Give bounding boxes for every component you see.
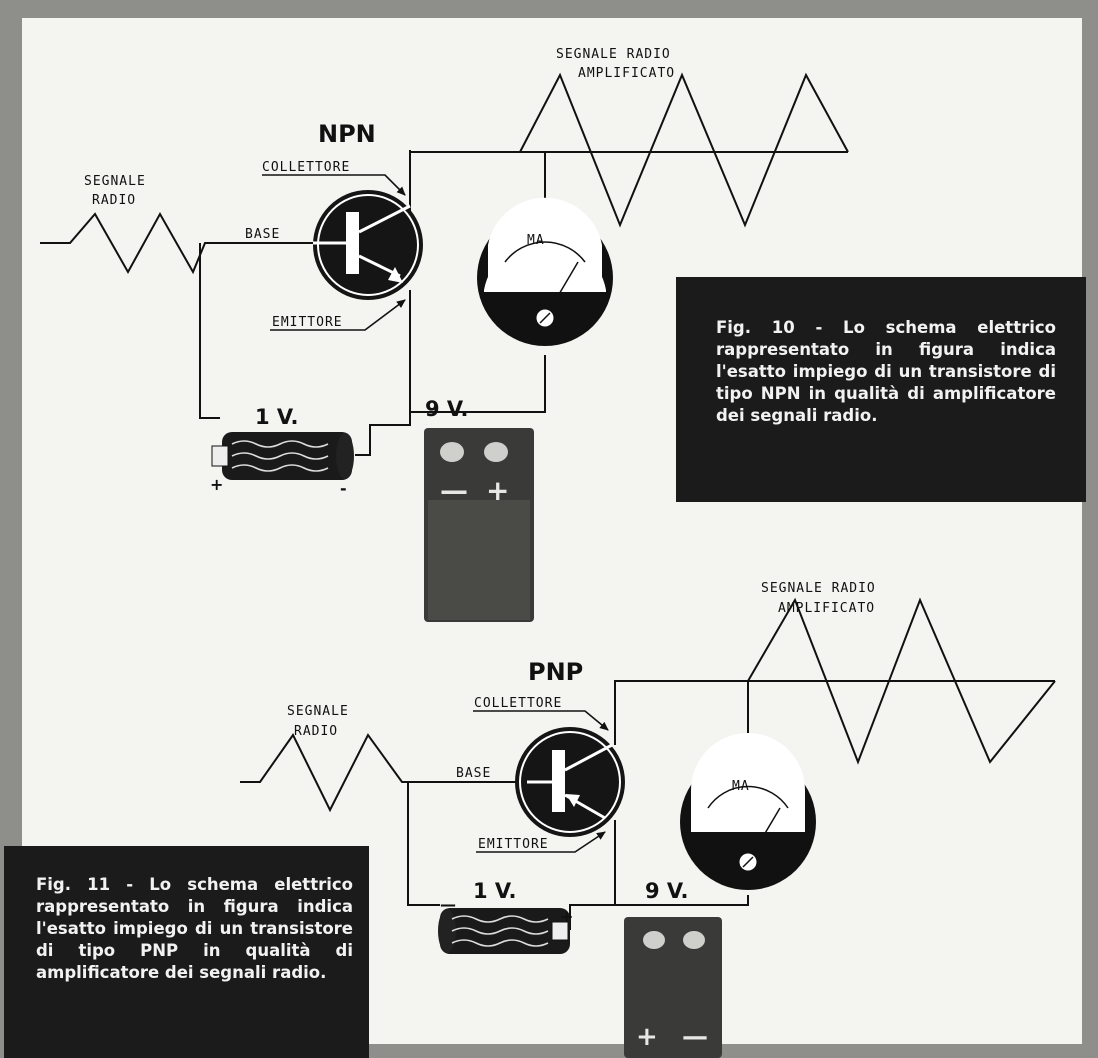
fig10-caption: Fig. 10 - Lo schema elettrico rappresent… <box>676 277 1086 502</box>
fig11-batt-small-plus: + <box>560 907 573 926</box>
fig10-batt-small-minus: - <box>340 479 347 498</box>
fig10-battery-9v-label: 9 V. <box>425 397 468 421</box>
fig10-batt-big-minus: — <box>440 474 468 507</box>
fig11-battery-1v <box>438 908 570 954</box>
fig11-battery-9v-label: 9 V. <box>645 879 688 903</box>
fig10-transistor-type: NPN <box>318 120 376 148</box>
fig11-milliammeter <box>680 733 816 890</box>
fig10-battery-1v-label: 1 V. <box>255 405 298 429</box>
fig11-base-label: BASE <box>456 766 491 781</box>
fig10-signal-in-line1: SEGNALE <box>84 174 146 189</box>
fig11-circuit: SEGNALE RADIO SEGNALE RADIO AMPLIFICATO … <box>240 581 1056 1058</box>
fig10-batt-small-plus: + <box>210 475 223 494</box>
fig10-battery-wire <box>355 412 411 456</box>
fig11-transistor-type: PNP <box>528 658 583 686</box>
fig11-output-wave <box>747 597 1056 765</box>
fig10-batt-big-plus: + <box>486 474 509 507</box>
fig11-caption: Fig. 11 - Lo schema elettrico rappresent… <box>4 846 369 1058</box>
fig10-milliammeter <box>477 197 613 346</box>
fig10-battery-9v <box>424 428 534 622</box>
fig11-meter-label: MA <box>732 779 750 794</box>
fig10-output-wave <box>519 72 849 228</box>
fig11-signal-out-line2: AMPLIFICATO <box>778 601 875 616</box>
fig11-batt-big-plus: + <box>636 1022 658 1052</box>
fig11-signal-in-line1: SEGNALE <box>287 704 349 719</box>
fig11-signal-in-line2: RADIO <box>294 724 338 739</box>
fig10-signal-out-line2: AMPLIFICATO <box>578 66 675 81</box>
fig10-base-label: BASE <box>245 227 280 242</box>
fig10-circuit: SEGNALE RADIO SEGNALE RADIO AMPLIFICATO … <box>40 47 849 622</box>
fig11-batt-small-minus: — <box>440 895 456 914</box>
fig11-battery-9v <box>624 917 722 1058</box>
fig11-signal-out-line1: SEGNALE RADIO <box>761 581 876 596</box>
fig10-meter-label: MA <box>527 233 545 248</box>
fig11-emitter-label: EMITTORE <box>478 837 549 852</box>
fig11-battery-wire <box>569 904 615 930</box>
fig10-base-return-wire <box>199 243 220 419</box>
fig10-input-wave <box>40 211 313 275</box>
fig10-meter-wire-bottom <box>410 355 546 413</box>
fig10-battery-1v <box>211 432 354 480</box>
fig10-signal-out-line1: SEGNALE RADIO <box>556 47 671 62</box>
fig11-transistor-body <box>515 727 625 837</box>
fig10-collector-label: COLLETTORE <box>262 160 350 175</box>
fig11-transistor-base-bar <box>552 750 565 812</box>
fig11-battery-1v-label: 1 V. <box>473 879 516 903</box>
fig11-base-return-wire <box>407 782 440 906</box>
fig10-signal-in-line2: RADIO <box>92 193 136 208</box>
fig11-collector-label: COLLETTORE <box>474 696 562 711</box>
fig10-emitter-label: EMITTORE <box>272 315 343 330</box>
fig10-transistor-base-bar <box>346 212 359 274</box>
fig11-batt-big-minus: — <box>682 1022 708 1052</box>
fig11-input-wave <box>240 733 527 813</box>
